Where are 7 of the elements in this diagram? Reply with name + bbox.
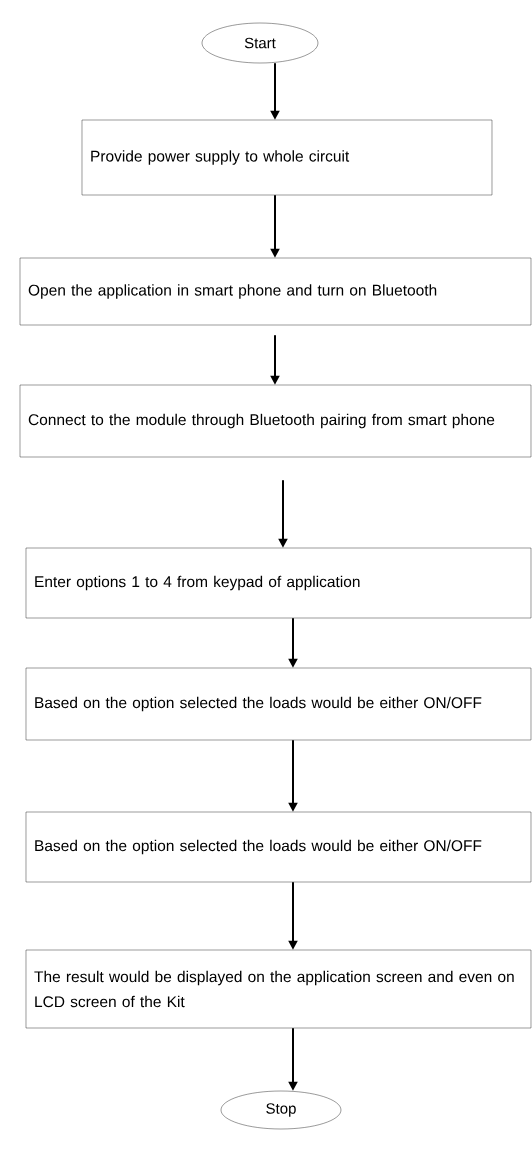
process-box: Provide power supply to whole circuit (81, 119, 493, 196)
process-box: Based on the option selected the loads would be either ON/OFF (25, 811, 532, 883)
process-box: The result would be displayed on the application screen and even on LCD screen of the Kit (25, 949, 532, 1029)
process-box: Based on the option selected the loads would be either ON/OFF (25, 667, 532, 741)
process-box: Enter options 1 to 4 from keypad of application (25, 547, 532, 619)
process-box: Open the application in smart phone and turn on Bluetooth (19, 257, 532, 326)
process-box: Connect to the module through Bluetooth pairing from smart phone (19, 384, 532, 458)
